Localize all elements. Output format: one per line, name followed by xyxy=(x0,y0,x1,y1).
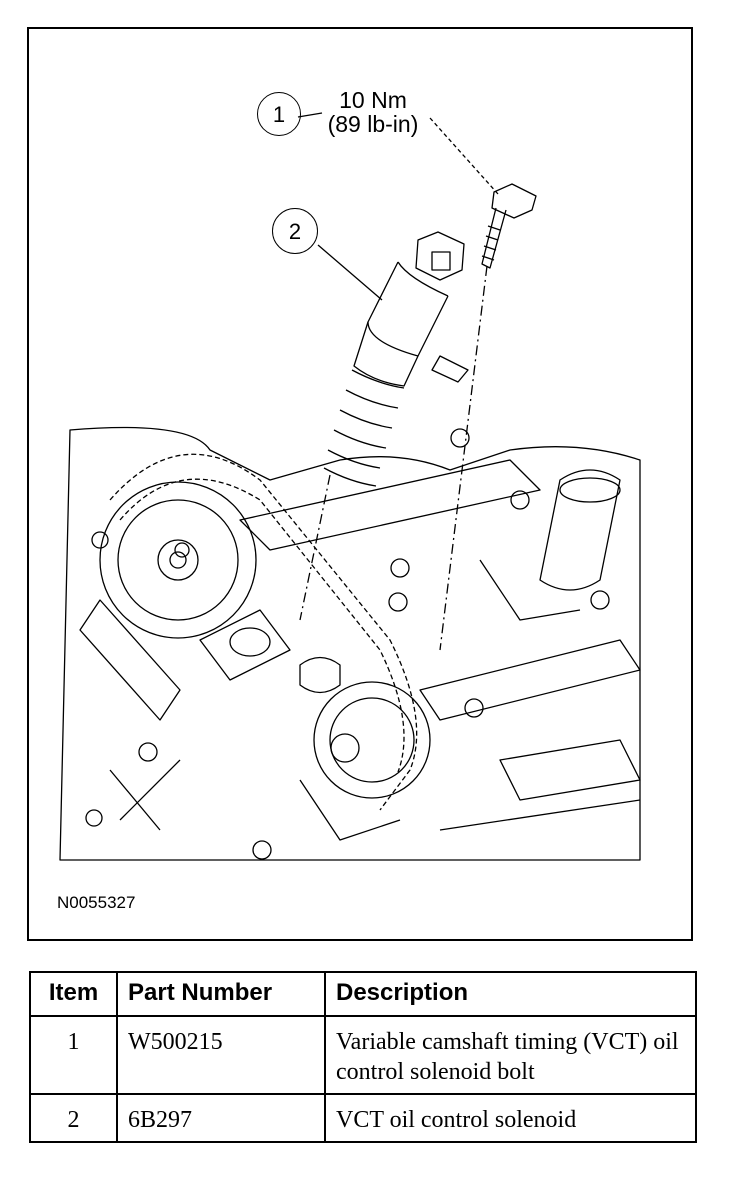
callout-2-bubble: 2 xyxy=(272,208,318,254)
callout-1-torque: 10 Nm (89 lb-in) xyxy=(312,88,434,136)
callout-1-bubble: 1 xyxy=(257,92,301,136)
callout-1-leader xyxy=(297,112,323,118)
callout-2-leader xyxy=(317,244,383,301)
header-part-number: Part Number xyxy=(116,971,326,1017)
row-part-number: W500215 xyxy=(116,1015,326,1095)
header-description: Description xyxy=(324,971,697,1017)
illustration-frame xyxy=(27,27,693,941)
engine-block xyxy=(59,426,641,861)
callout-1-number: 1 xyxy=(272,102,286,127)
engine-illustration xyxy=(59,112,641,861)
row-item: 2 xyxy=(29,1093,118,1143)
row-description: VCT oil control solenoid xyxy=(324,1093,697,1143)
table-row: 1 W500215 Variable camshaft timing (VCT)… xyxy=(29,1015,697,1095)
figure-id: N0055327 xyxy=(57,893,136,912)
torque-imperial: (89 lb-in) xyxy=(327,111,419,137)
solenoid-part xyxy=(299,231,469,621)
table-header-row: Item Part Number Description xyxy=(29,971,697,1017)
row-item: 1 xyxy=(29,1015,118,1095)
callout-2-number: 2 xyxy=(288,219,302,244)
table-row: 2 6B297 VCT oil control solenoid xyxy=(29,1093,697,1143)
header-item: Item xyxy=(29,971,118,1017)
callout-1-arrow xyxy=(429,117,499,195)
row-part-number: 6B297 xyxy=(116,1093,326,1143)
parts-table: Item Part Number Description 1 W500215 V… xyxy=(29,971,697,1143)
bolt-part xyxy=(439,183,537,651)
torque-metric: 10 Nm xyxy=(339,87,407,113)
row-description: Variable camshaft timing (VCT) oil contr… xyxy=(324,1015,697,1095)
